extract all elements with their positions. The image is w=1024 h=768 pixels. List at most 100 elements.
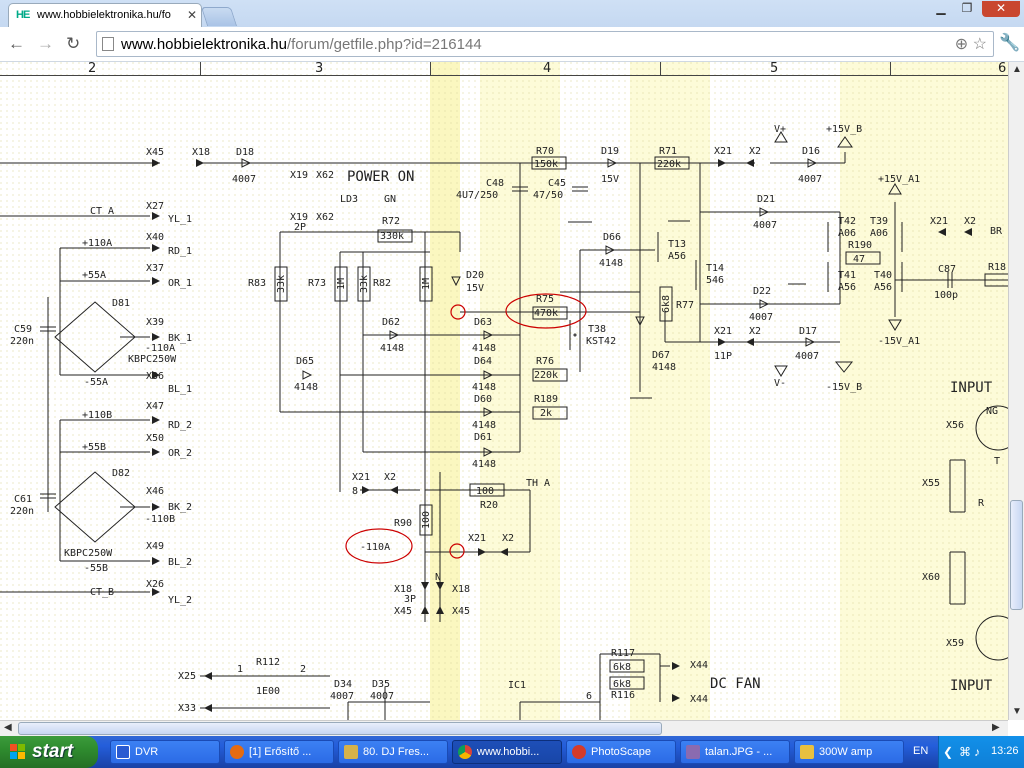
- label: D67: [652, 350, 670, 361]
- label: R90: [394, 518, 412, 529]
- label: X18: [192, 147, 210, 158]
- language-indicator[interactable]: EN: [913, 745, 929, 757]
- label: D63: [474, 317, 492, 328]
- label: BL_2: [168, 557, 192, 568]
- label: -110A: [360, 542, 390, 553]
- label: 4007: [753, 220, 777, 231]
- label: X2: [384, 472, 396, 483]
- maximize-icon[interactable]: ❐: [961, 1, 973, 15]
- task-label: www.hobbi...: [477, 746, 540, 758]
- label: 4U7/250: [456, 190, 498, 201]
- photoscape-icon: [572, 745, 586, 759]
- label: 47/50: [533, 190, 563, 201]
- zoom-icon[interactable]: ⊕: [954, 36, 969, 53]
- label: R82: [373, 278, 391, 289]
- label: D18: [236, 147, 254, 158]
- site-favicon-icon: HE: [16, 9, 30, 21]
- horizontal-scrollbar[interactable]: ◀ ▶: [0, 720, 1008, 736]
- scroll-left-icon[interactable]: ◀: [4, 722, 12, 733]
- label: C48: [486, 178, 504, 189]
- scroll-up-icon[interactable]: ▲: [1012, 64, 1022, 75]
- page-icon: [102, 37, 114, 51]
- image-viewer-icon: [686, 745, 700, 759]
- forward-icon[interactable]: →: [37, 34, 54, 53]
- taskbar-item-photoscape[interactable]: PhotoScape: [566, 740, 676, 764]
- new-tab-button[interactable]: [200, 7, 238, 26]
- label: X25: [178, 671, 196, 682]
- label: 220n: [10, 506, 34, 517]
- label: 220k: [534, 370, 558, 381]
- clock[interactable]: 13:26: [991, 745, 1019, 757]
- taskbar-item-dvr[interactable]: DVR: [110, 740, 220, 764]
- label: T42: [838, 216, 856, 227]
- url-text[interactable]: www.hobbielektronika.hu/forum/getfile.ph…: [121, 36, 482, 53]
- volume-icon[interactable]: ♪: [974, 745, 980, 759]
- resistor-value-label: 33k: [276, 275, 287, 293]
- start-button[interactable]: start: [0, 736, 98, 768]
- label: A06: [838, 228, 856, 239]
- label: +55A: [82, 270, 106, 281]
- horizontal-scroll-thumb[interactable]: [18, 722, 662, 735]
- wrench-icon[interactable]: 🔧: [999, 33, 1021, 52]
- vertical-scroll-thumb[interactable]: [1010, 500, 1023, 610]
- task-label: DVR: [135, 746, 159, 758]
- ruler-tick: [660, 62, 661, 76]
- label: 6k8: [613, 679, 631, 690]
- label: D21: [757, 194, 775, 205]
- label: 470k: [534, 308, 558, 319]
- taskbar-item-chrome[interactable]: www.hobbi...: [452, 740, 562, 764]
- tab-active[interactable]: HE www.hobbielektronika.hu/fo ✕: [8, 3, 202, 27]
- label: 4148: [472, 459, 496, 470]
- label: X45: [452, 606, 470, 617]
- tab-close-icon[interactable]: ✕: [187, 8, 198, 22]
- label: RD_1: [168, 246, 192, 257]
- label: D22: [753, 286, 771, 297]
- label: BR: [990, 226, 1003, 237]
- windows-logo-icon: [10, 744, 25, 759]
- star-icon[interactable]: ☆: [972, 36, 987, 53]
- label: X27: [146, 201, 164, 212]
- minimize-icon[interactable]: ▁: [936, 1, 946, 15]
- label: X39: [146, 317, 164, 328]
- label: 150k: [534, 159, 558, 170]
- label: X60: [922, 572, 940, 583]
- label: D81: [112, 298, 130, 309]
- vertical-scrollbar[interactable]: ▲ ▼: [1008, 62, 1024, 720]
- label: X46: [146, 486, 164, 497]
- task-label: 80. DJ Fres...: [363, 746, 430, 758]
- label: X2: [964, 216, 976, 227]
- label: X50: [146, 433, 164, 444]
- taskbar: start DVR [1] Erősítő ... 80. DJ Fres...…: [0, 736, 1024, 768]
- label: 3P: [404, 594, 416, 605]
- label: R75: [536, 294, 554, 305]
- label: X47: [146, 401, 164, 412]
- reload-icon[interactable]: ↻: [66, 34, 81, 53]
- label: CT_A: [90, 206, 114, 217]
- scroll-down-icon[interactable]: ▼: [1012, 706, 1022, 717]
- label: 6k8: [613, 662, 631, 673]
- back-icon[interactable]: ←: [8, 34, 25, 53]
- label: +110B: [82, 410, 112, 421]
- dc-fan-title: DC FAN: [710, 676, 761, 692]
- label: +55B: [82, 442, 106, 453]
- taskbar-item-media[interactable]: 80. DJ Fres...: [338, 740, 448, 764]
- taskbar-item-firefox[interactable]: [1] Erősítő ...: [224, 740, 334, 764]
- label: X21: [714, 146, 732, 157]
- taskbar-item-folder[interactable]: 300W amp: [794, 740, 904, 764]
- task-label: talan.JPG - ...: [705, 746, 773, 758]
- address-bar[interactable]: www.hobbielektronika.hu/forum/getfile.ph…: [96, 31, 994, 57]
- scroll-right-icon[interactable]: ▶: [992, 722, 1000, 733]
- label: R70: [536, 146, 554, 157]
- browser-frame: HE www.hobbielektronika.hu/fo ✕ ▁ ❐ ✕ ← …: [0, 0, 1024, 62]
- label: +110A: [82, 238, 112, 249]
- label: A56: [838, 282, 856, 293]
- label: 100p: [934, 290, 958, 301]
- network-icon[interactable]: ⌘: [959, 745, 971, 759]
- taskbar-item-image-viewer[interactable]: talan.JPG - ...: [680, 740, 790, 764]
- label: IC1: [508, 680, 526, 691]
- label: LD3: [340, 194, 358, 205]
- label: 4148: [652, 362, 676, 373]
- close-icon[interactable]: ✕: [982, 1, 1020, 17]
- label: D62: [382, 317, 400, 328]
- tray-collapse-icon[interactable]: ❮: [943, 745, 954, 759]
